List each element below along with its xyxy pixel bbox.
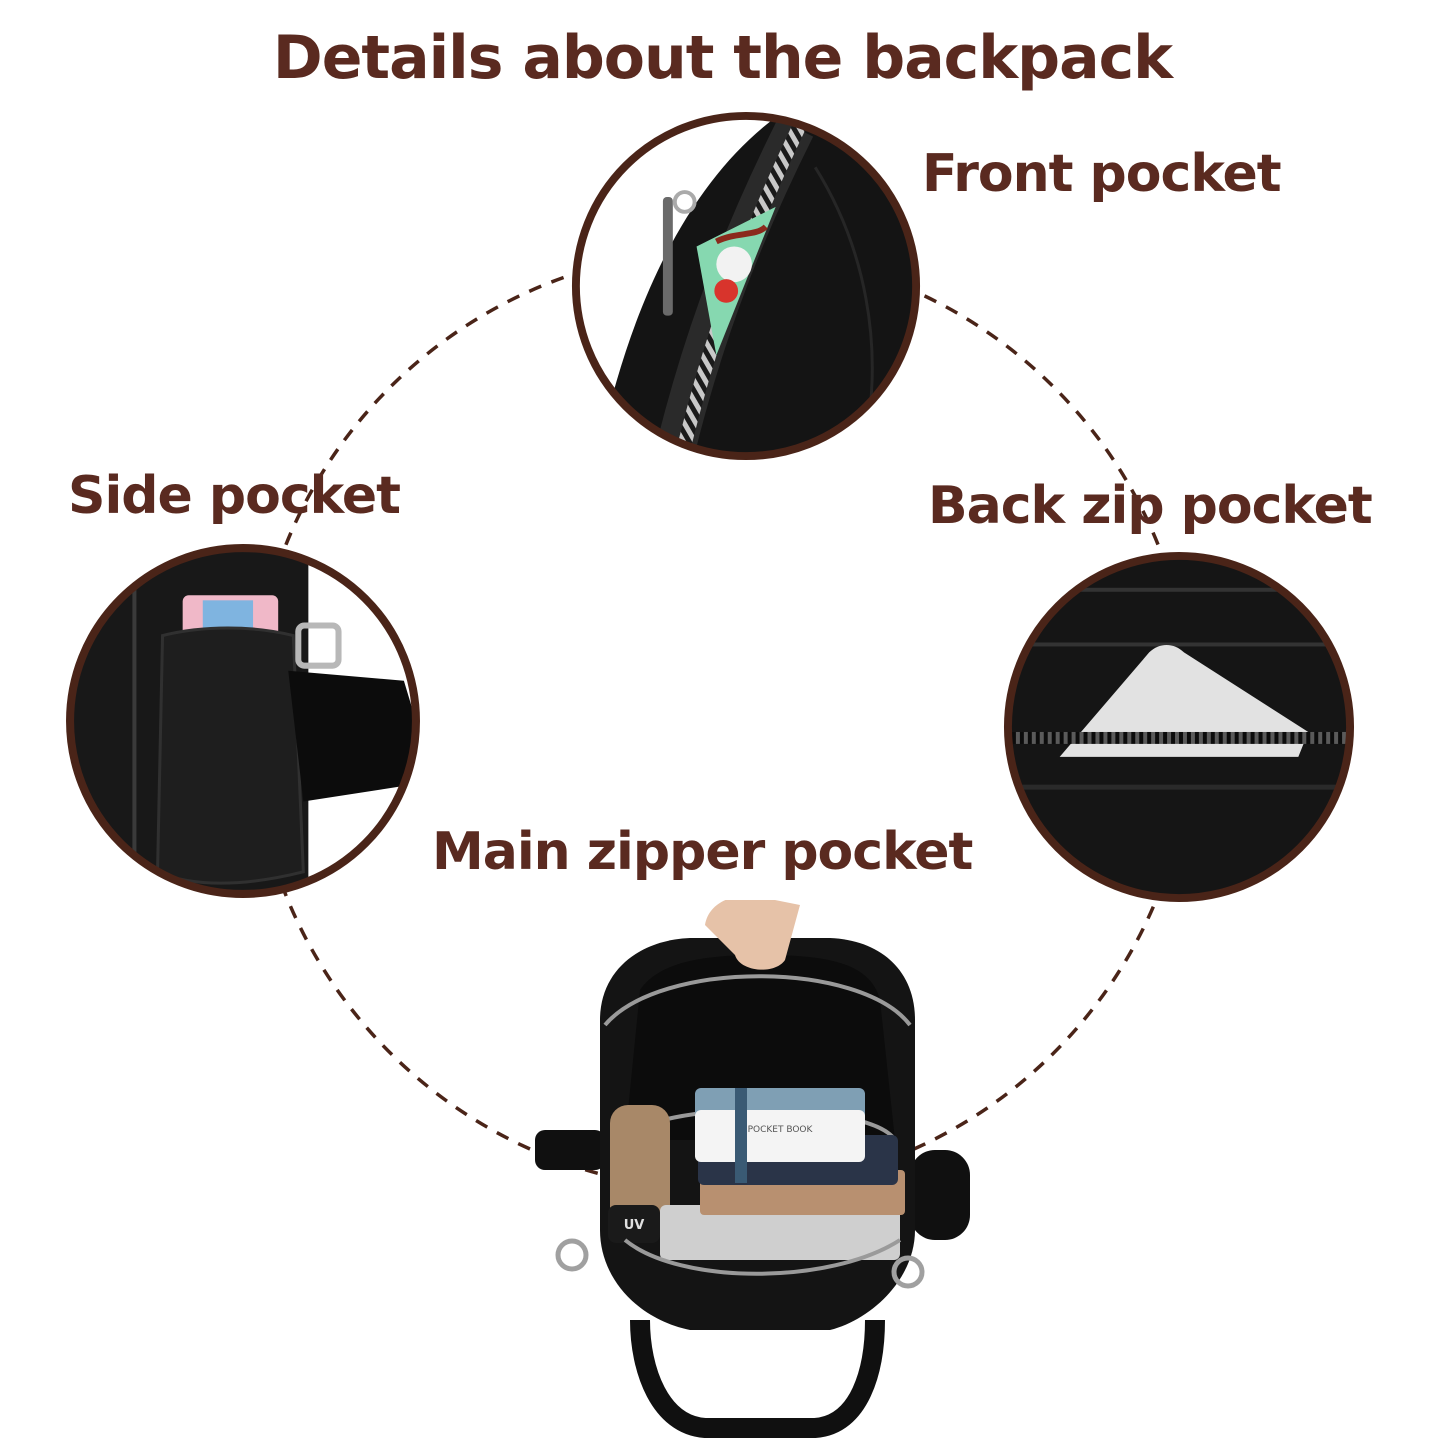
notebook-title-print: POCKET BOOK [748, 1125, 814, 1135]
page-title: Details about the backpack [272, 23, 1173, 93]
back-zip-pocket-label: Back zip pocket [928, 476, 1373, 536]
front-pocket-detail-image [571, 111, 921, 461]
main-zipper-pocket-image: UV POCKET BOOK [535, 900, 970, 1438]
side-pocket-detail-image [66, 544, 420, 898]
bottle-uv-print: UV [624, 1218, 645, 1233]
main-zipper-pocket-label: Main zipper pocket [432, 822, 973, 882]
side-pocket-label: Side pocket [68, 466, 401, 526]
back-zip-pocket-detail-image [1003, 551, 1355, 903]
front-pocket-label: Front pocket [922, 144, 1282, 204]
